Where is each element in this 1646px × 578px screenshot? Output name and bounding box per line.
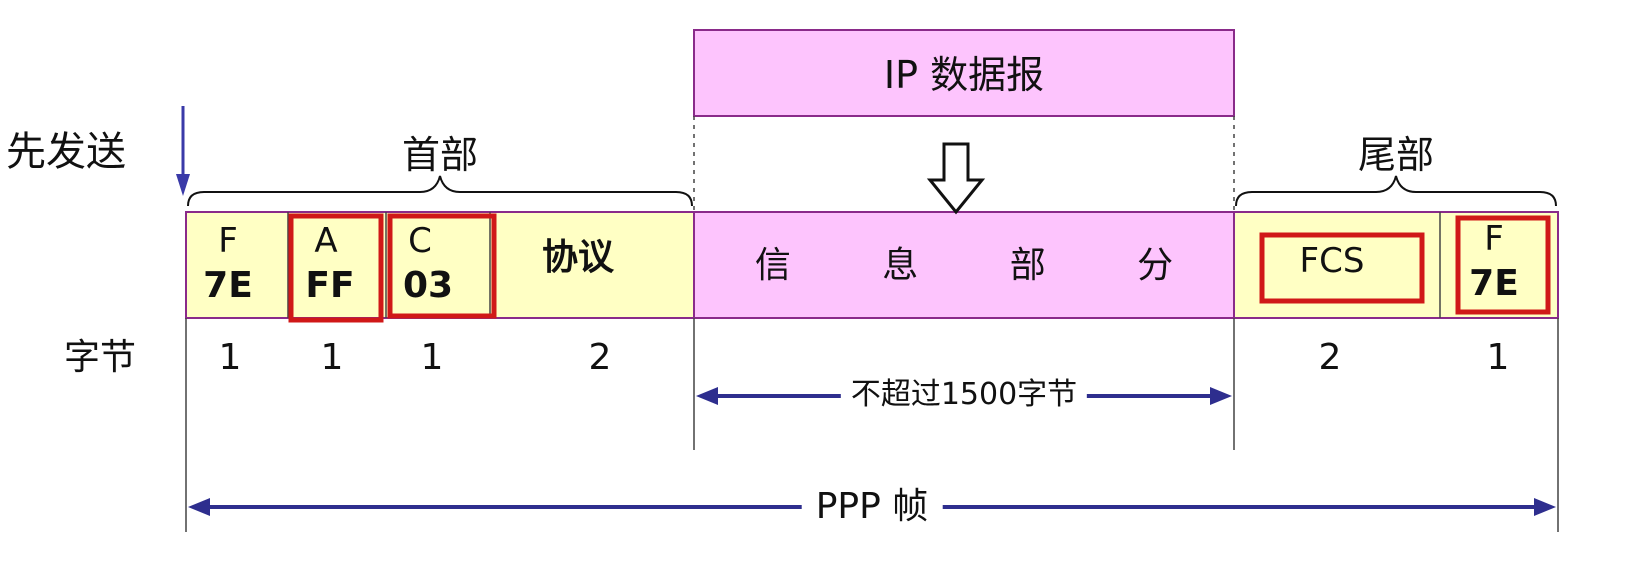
ip-datagram-label: IP 数据报 [883,53,1045,97]
address-value: FF [305,265,355,306]
flag-start-value: 7E [203,265,253,306]
protocol-bytes: 2 [588,337,612,378]
send-first-label: 先发送 [6,129,126,175]
trailer-label: 尾部 [1357,133,1435,177]
bytes-row-label: 字节 [64,337,137,378]
address-bytes: 1 [320,337,344,378]
header-brace [187,175,693,207]
send-first-arrow-head [176,174,190,196]
highlight-control [387,213,497,319]
flag-start-name: F [218,221,238,261]
info-field-fill [694,212,1234,318]
info-limit-arrow-left [696,387,718,405]
flag-start-bytes: 1 [218,337,242,378]
control-bytes: 1 [420,337,444,378]
frame-arrow-right [1534,498,1556,516]
frame-arrow-left [188,498,210,516]
fcs-bytes: 2 [1318,337,1342,378]
flag-end-name: F [1484,219,1504,259]
highlight-flag-end [1455,215,1551,315]
control-name: C [408,221,432,261]
frame-label: PPP 帧 [801,489,943,525]
info-limit-arrow-right [1210,387,1232,405]
ip-datagram-box [693,29,1235,117]
highlight-address [288,213,384,323]
encapsulate-arrow-icon [926,142,986,215]
flag-end-bytes: 1 [1486,337,1510,378]
trailer-brace [1235,175,1557,207]
fcs-name: FCS [1299,241,1365,281]
header-fields-fill [186,212,694,318]
info-limit-label: 不超过1500字节 [840,380,1088,410]
frame-outline [185,211,1559,319]
highlight-fcs [1259,232,1425,304]
protocol-name: 协议 [541,237,615,278]
address-name: A [314,221,338,261]
control-value: 03 [402,265,454,306]
flag-end-value: 7E [1469,263,1519,304]
header-label: 首部 [401,133,479,177]
info-label: 信 息 部 分 [754,245,1214,286]
